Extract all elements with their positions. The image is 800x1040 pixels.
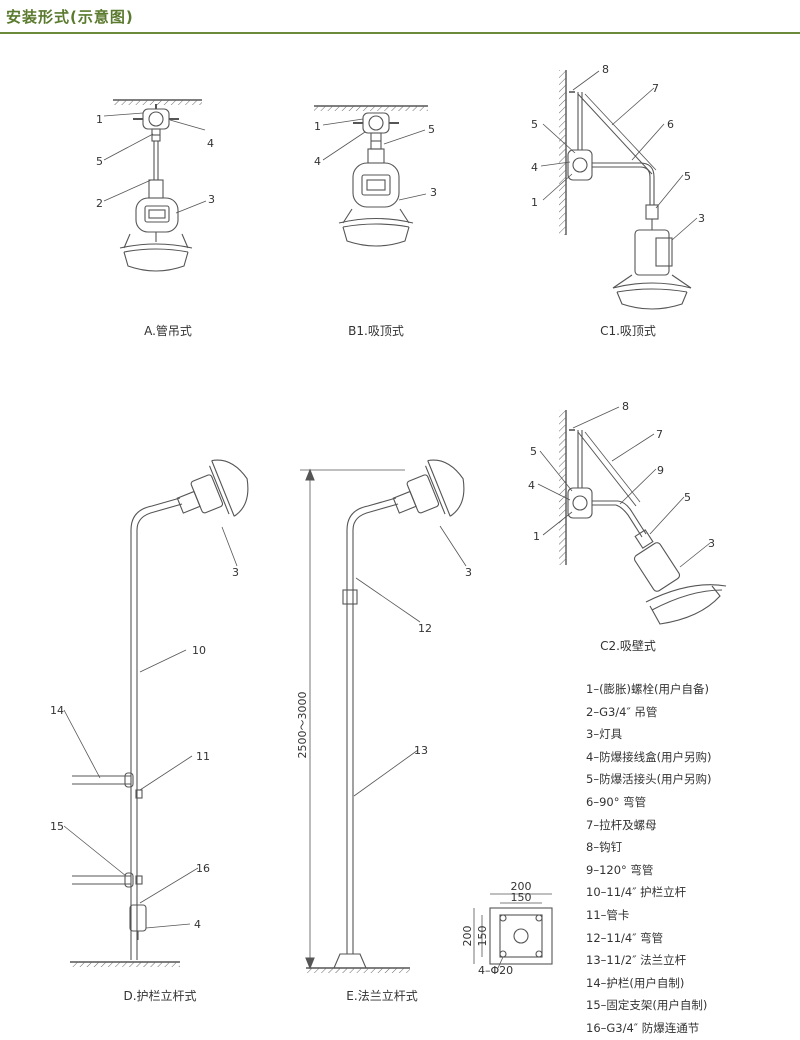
figure-c2-drawing <box>559 410 727 625</box>
flange-holes: 4–Φ20 <box>478 964 513 977</box>
flange-dim-side-inner: 150 <box>476 926 489 947</box>
label-d-11: 11 <box>196 750 210 763</box>
figure-c1-drawing <box>559 70 692 310</box>
flange-plate-drawing <box>473 893 553 969</box>
label-a-3: 3 <box>208 193 215 206</box>
label-c2-7: 7 <box>656 428 663 441</box>
caption-figure-a: A.管吊式 <box>144 323 192 338</box>
caption-figure-b1: B1.吸顶式 <box>348 324 404 338</box>
label-c1-5b: 5 <box>684 170 691 183</box>
label-a-5: 5 <box>96 155 103 168</box>
label-c1-5a: 5 <box>531 118 538 131</box>
legend-item: 15–固定支架(用户自制) <box>586 998 708 1013</box>
label-c2-5b: 5 <box>684 491 691 504</box>
figure-a-drawing <box>113 99 202 272</box>
legend-item: 8–钩钉 <box>586 840 623 855</box>
figure-d-drawing <box>70 459 249 967</box>
caption-figure-d: D.护栏立杆式 <box>123 988 196 1003</box>
header-divider <box>0 32 800 34</box>
label-c1-8: 8 <box>602 63 609 76</box>
label-a-1: 1 <box>96 113 103 126</box>
label-d-15: 15 <box>50 820 64 833</box>
label-d-3: 3 <box>232 566 239 579</box>
label-c1-3: 3 <box>698 212 705 225</box>
figure-b1-drawing <box>314 105 428 247</box>
caption-figure-c1: C1.吸顶式 <box>600 324 656 338</box>
section-title: 安装形式(示意图) <box>6 8 134 26</box>
label-c1-4: 4 <box>531 161 538 174</box>
label-e-13: 13 <box>414 744 428 757</box>
label-c2-5a: 5 <box>530 445 537 458</box>
legend-item: 5–防爆活接头(用户另购) <box>586 772 712 787</box>
caption-figure-e: E.法兰立杆式 <box>346 988 417 1003</box>
legend-item: 1–(膨胀)螺栓(用户自备) <box>586 682 710 696</box>
label-d-10: 10 <box>192 644 206 657</box>
label-b1-1: 1 <box>314 120 321 133</box>
parts-legend: 1–(膨胀)螺栓(用户自备) 2–G3/4″ 吊管 3–灯具 4–防爆接线盒(用… <box>586 678 796 1040</box>
label-c1-6: 6 <box>667 118 674 131</box>
label-d-4: 4 <box>194 918 201 931</box>
label-c1-1: 1 <box>531 196 538 209</box>
legend-item: 11–管卡 <box>586 907 630 922</box>
legend-item: 13–11/2″ 法兰立杆 <box>586 953 687 968</box>
label-d-14: 14 <box>50 704 64 717</box>
flange-dim-outer: 200 <box>511 880 532 893</box>
flange-dim-side-outer: 200 <box>461 926 474 947</box>
label-a-2: 2 <box>96 197 103 210</box>
section-header: 安装形式(示意图) <box>0 0 800 34</box>
leader-lines <box>63 70 711 929</box>
label-a-4: 4 <box>207 137 214 150</box>
height-dimension: 2500～3000 <box>296 692 309 759</box>
label-e-3: 3 <box>465 566 472 579</box>
label-c2-3: 3 <box>708 537 715 550</box>
label-c1-7: 7 <box>652 82 659 95</box>
legend-item: 12–11/4″ 弯管 <box>586 930 664 945</box>
label-b1-5: 5 <box>428 123 435 136</box>
legend-item: 6–90° 弯管 <box>586 794 647 809</box>
flange-dim-inner: 150 <box>511 891 532 904</box>
label-c2-1: 1 <box>533 530 540 543</box>
figure-e-drawing <box>300 459 465 973</box>
legend-item: 16–G3/4″ 防爆连通节 <box>586 1020 700 1035</box>
label-c2-8: 8 <box>622 400 629 413</box>
legend-item: 2–G3/4″ 吊管 <box>586 704 658 719</box>
label-e-12: 12 <box>418 622 432 635</box>
label-b1-4: 4 <box>314 155 321 168</box>
legend-item: 10–11/4″ 护栏立杆 <box>586 885 687 900</box>
legend-item: 3–灯具 <box>586 727 623 742</box>
label-b1-3: 3 <box>430 186 437 199</box>
legend-item: 4–防爆接线盒(用户另购) <box>586 749 712 764</box>
legend-item: 9–120° 弯管 <box>586 862 654 877</box>
label-c2-4: 4 <box>528 479 535 492</box>
label-d-16: 16 <box>196 862 210 875</box>
label-c2-9: 9 <box>657 464 664 477</box>
caption-figure-c2: C2.吸壁式 <box>600 638 656 653</box>
legend-item: 7–拉杆及螺母 <box>586 817 657 832</box>
legend-item: 14–护栏(用户自制) <box>586 975 685 990</box>
